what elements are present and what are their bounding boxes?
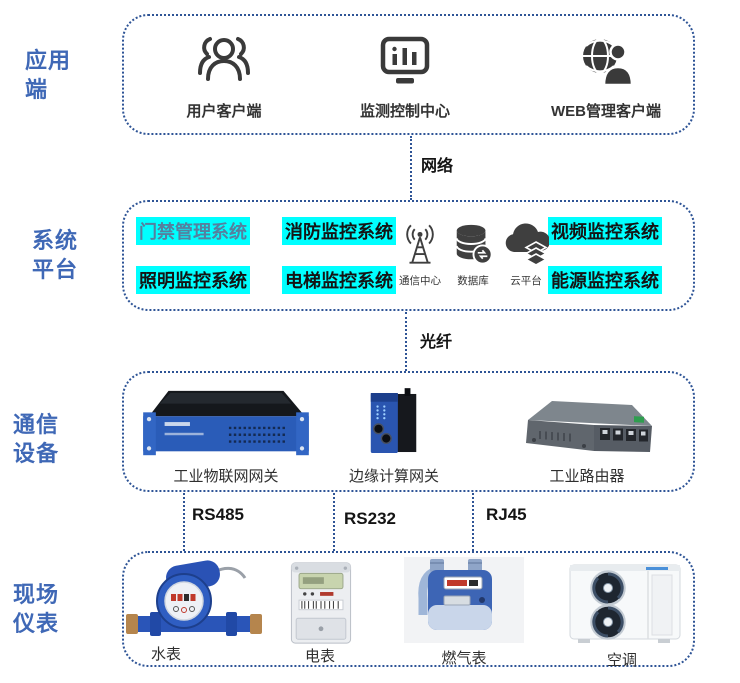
system-chip: 消防监控系统 xyxy=(282,217,396,245)
antenna-icon xyxy=(400,222,440,271)
application-layer-box: 用户客户端 监测控制中心 xyxy=(122,14,695,135)
app-item-web-client: WEB管理客户端 xyxy=(526,32,686,121)
users-icon xyxy=(195,32,253,95)
system-chip: 电梯监控系统 xyxy=(282,266,396,294)
system-chip: 照明监控系统 xyxy=(136,266,250,294)
side-label-line: 应用 xyxy=(25,48,72,73)
side-label-line: 仪表 xyxy=(13,611,60,636)
side-label-line: 系统 xyxy=(32,228,79,253)
system-chip: 能源监控系统 xyxy=(548,266,662,294)
air-conditioner-image xyxy=(564,561,690,650)
globe-user-icon xyxy=(577,32,635,95)
core-icon-database: 数据库 xyxy=(449,222,497,288)
side-label-line: 端 xyxy=(25,77,49,102)
side-label-line: 设备 xyxy=(13,441,60,466)
connector-fiber-label: 光纤 xyxy=(420,334,453,351)
cloud-icon xyxy=(503,222,551,271)
core-icon-cloud: 云平台 xyxy=(502,222,551,288)
connector-rs232-line xyxy=(333,493,335,551)
field-layer-box: 水表 电表 xyxy=(122,551,695,669)
core-icon-label: 通信中心 xyxy=(399,275,441,287)
device-label: 水表 xyxy=(150,646,181,663)
connector-rs232-label: RS232 xyxy=(344,509,396,528)
connector-rj45-label: RJ45 xyxy=(486,505,527,524)
core-icon-label: 云平台 xyxy=(510,275,542,287)
app-item-user-client: 用户客户端 xyxy=(144,32,304,121)
side-label-comm: 通信 设备 xyxy=(13,410,59,468)
connector-network-label: 网络 xyxy=(421,158,454,175)
side-label-field: 现场 仪表 xyxy=(13,580,59,638)
side-label-application: 应用 端 xyxy=(25,46,71,104)
industrial-router-image xyxy=(516,395,658,466)
device-label: 电表 xyxy=(304,648,335,665)
platform-layer-box: 门禁管理系统 消防监控系统 视频监控系统 照明监控系统 电梯监控系统 能源监控系… xyxy=(122,200,695,311)
app-item-monitor-center: 监测控制中心 xyxy=(325,32,485,121)
system-chip: 视频监控系统 xyxy=(548,217,662,245)
platform-core-icons: 通信中心 数据库 xyxy=(396,222,551,288)
industrial-iot-gateway-image xyxy=(138,387,314,468)
side-label-line: 平台 xyxy=(32,257,79,282)
monitor-chart-icon xyxy=(376,32,434,95)
connector-rs485-line xyxy=(183,493,185,551)
device-label: 燃气表 xyxy=(441,650,487,667)
app-item-label: WEB管理客户端 xyxy=(551,103,661,120)
device-label: 工业路由器 xyxy=(549,468,625,485)
app-item-label: 监测控制中心 xyxy=(359,103,450,120)
side-label-platform: 系统 平台 xyxy=(32,226,78,284)
core-icon-comm-center: 通信中心 xyxy=(396,222,444,288)
connector-fiber-line xyxy=(405,312,407,371)
app-item-label: 用户客户端 xyxy=(186,103,262,120)
connector-rj45-line xyxy=(472,493,474,551)
device-label: 边缘计算网关 xyxy=(348,468,439,485)
comm-layer-box: 工业物联网网关 边缘计算网关 xyxy=(122,371,695,492)
electric-meter-image xyxy=(286,561,356,650)
database-icon xyxy=(452,222,494,271)
connector-network-line xyxy=(410,136,412,200)
water-meter-image xyxy=(126,559,262,648)
system-chip: 门禁管理系统 xyxy=(136,217,250,245)
side-label-line: 现场 xyxy=(13,582,60,607)
side-label-line: 通信 xyxy=(13,412,60,437)
gas-meter-image xyxy=(404,557,524,643)
edge-gateway-image xyxy=(364,387,424,464)
device-label: 空调 xyxy=(606,652,637,669)
device-label: 工业物联网网关 xyxy=(173,468,279,485)
core-icon-label: 数据库 xyxy=(457,275,489,287)
connector-rs485-label: RS485 xyxy=(192,505,244,524)
